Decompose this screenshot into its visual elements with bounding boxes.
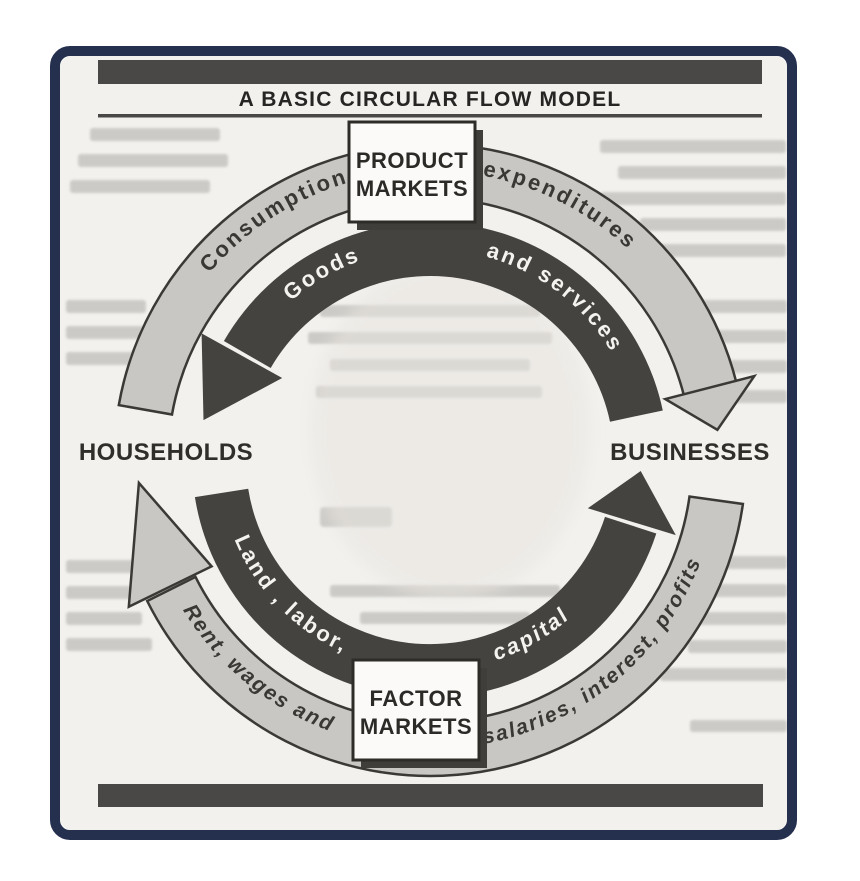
land-labor-capital-arrowhead [587, 471, 676, 536]
factor-markets-label-line2: MARKETS [360, 714, 472, 739]
diagram-title: A BASIC CIRCULAR FLOW MODEL [239, 88, 622, 111]
factor-markets-label-line1: FACTOR [369, 686, 462, 711]
bleed-through-figure [310, 260, 590, 600]
bottom-divider-bar [98, 784, 763, 807]
income-payments-arrowhead [127, 479, 214, 609]
product-markets-label-line2: MARKETS [356, 176, 468, 201]
businesses-label: BUSINESSES [610, 439, 770, 466]
consumption-expenditures-arrow [117, 142, 739, 416]
product-markets-box [347, 120, 477, 224]
goods-services-arrow [223, 222, 663, 422]
land-labor-capital-arrow [194, 488, 657, 698]
title-underline [98, 114, 762, 118]
product-markets-label-line1: PRODUCT [356, 148, 468, 173]
top-divider-bar [98, 60, 762, 84]
goods-services-arrowhead [201, 333, 283, 421]
consumption-expenditures-arrowhead [662, 374, 758, 432]
factor-markets-box [351, 658, 481, 762]
households-label: HOUSEHOLDS [79, 439, 253, 466]
